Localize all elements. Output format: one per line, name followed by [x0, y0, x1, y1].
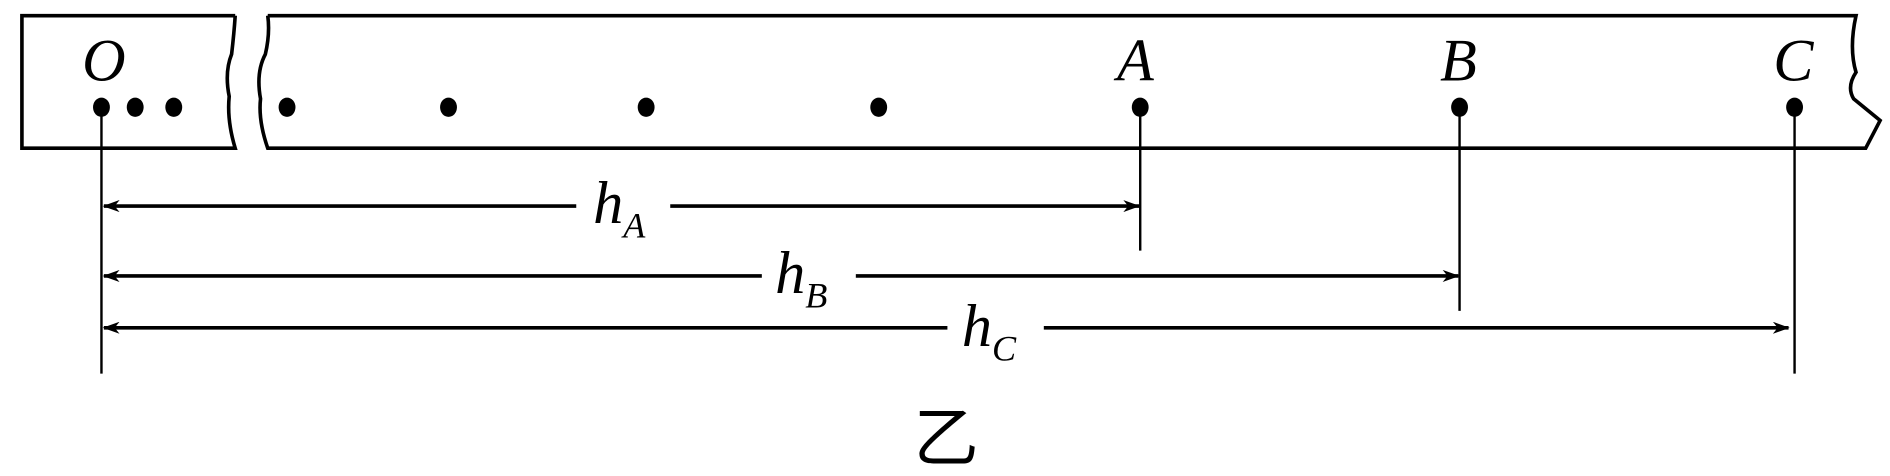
label-hc: hC: [962, 293, 1017, 368]
dot: [278, 97, 296, 117]
tape-left-segment: [20, 13, 238, 151]
dot: [637, 97, 655, 117]
dot: [870, 97, 888, 117]
label-hb: hB: [775, 240, 827, 315]
tape-dots: [93, 97, 1804, 117]
label-a: A: [1113, 28, 1155, 95]
label-ha: hA: [593, 170, 646, 245]
label-c: C: [1773, 28, 1814, 95]
label-origin: O: [82, 28, 126, 95]
label-b: B: [1440, 28, 1477, 95]
dot: [126, 97, 144, 117]
dot: [165, 97, 183, 117]
tape-right-segment: [257, 13, 1883, 151]
dot: [440, 97, 457, 117]
figure-caption: 乙: [914, 401, 979, 476]
